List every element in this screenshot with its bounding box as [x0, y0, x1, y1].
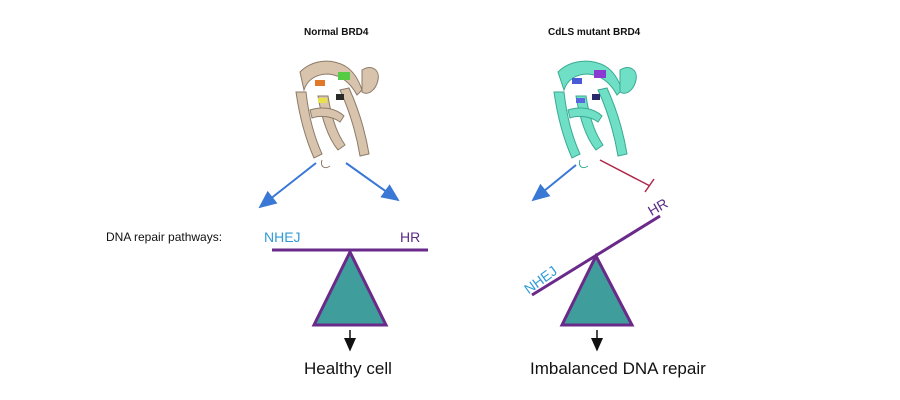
arrow-to-hr-left [345, 162, 400, 202]
mutant-brd4-structure [553, 60, 637, 169]
fulcrum-triangle-right [559, 252, 635, 327]
imbalanced-dna-repair-label: Imbalanced DNA repair [530, 359, 706, 378]
normal-brd4-title: Normal BRD4 [304, 27, 369, 38]
healthy-cell-label: Healthy cell [304, 359, 392, 378]
fulcrum-triangle-left [311, 248, 389, 327]
nhej-label-left: NHEJ [264, 229, 301, 245]
arrow-to-nhej-left [258, 162, 317, 209]
hr-label-left: HR [400, 229, 421, 245]
inhibition-to-hr [599, 159, 655, 193]
mutant-brd4-title: CdLS mutant BRD4 [548, 27, 641, 38]
dna-repair-pathways-label: DNA repair pathways: [106, 230, 223, 244]
arrow-to-nhej-right [531, 164, 577, 202]
normal-brd4-structure [295, 60, 379, 169]
